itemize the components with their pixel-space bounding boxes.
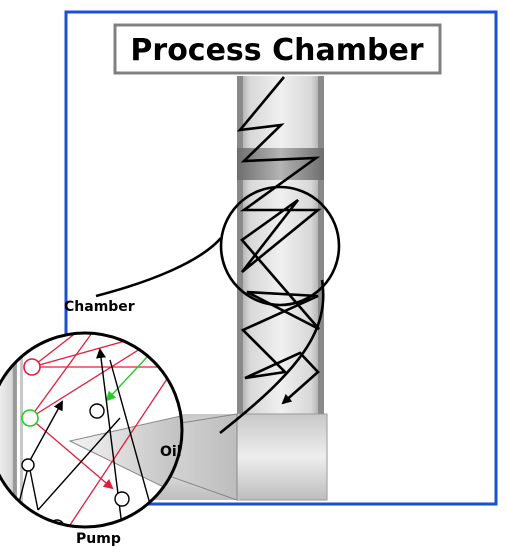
zoom-connector-lower: [219, 279, 325, 435]
chamber-label: Chamber: [64, 299, 135, 315]
page-title: Process Chamber: [130, 33, 423, 68]
baffle-band: [237, 148, 324, 180]
title-box: [113, 23, 442, 75]
oil-label: Oil: [160, 444, 182, 460]
pump-label: Pump: [76, 531, 121, 547]
process-chamber-frame: [64, 10, 498, 506]
magnified-view: [0, 331, 184, 529]
zoom-highlight-circle: [219, 185, 341, 307]
molecule-path: [236, 76, 322, 405]
zoom-connector-upper: [95, 237, 222, 298]
